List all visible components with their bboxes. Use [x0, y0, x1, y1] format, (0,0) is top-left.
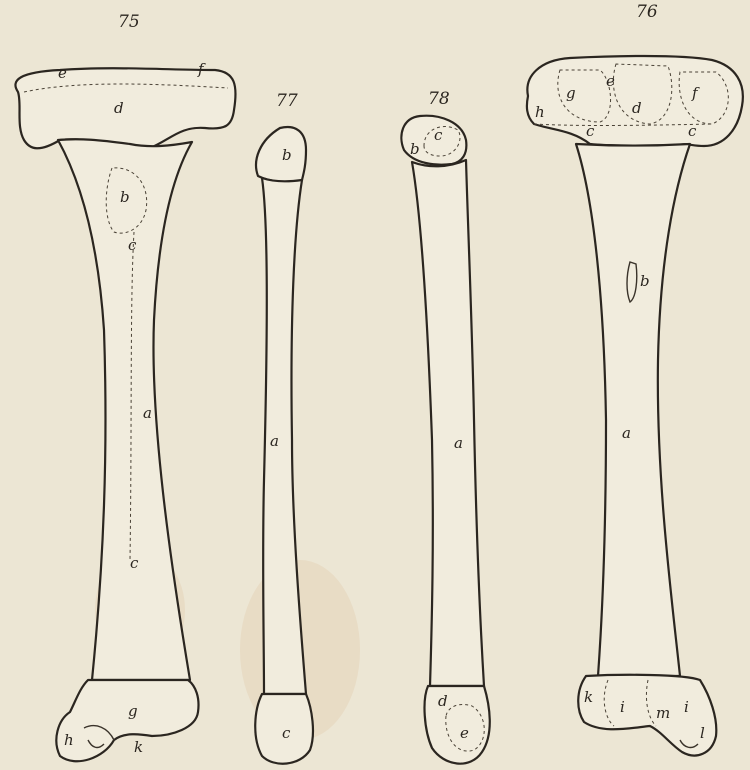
figure-number-75: 75	[118, 12, 140, 32]
fig76-label-l: l	[700, 724, 705, 742]
fig78-shaft	[412, 160, 484, 686]
fig75-label-h: h	[64, 731, 74, 749]
fig76-label-i-right: i	[684, 698, 689, 716]
fig76-label-e: e	[606, 72, 615, 90]
figure-number-78: 78	[428, 89, 450, 109]
fig75-label-g: g	[128, 702, 138, 720]
fig75-label-k: k	[134, 738, 143, 756]
fig78-label-a: a	[454, 434, 463, 452]
fig76-label-c-right: c	[688, 122, 697, 140]
figure-77: 77 b a c	[255, 91, 313, 764]
fig76-label-a: a	[622, 424, 631, 442]
fig75-label-c-lower: c	[130, 554, 139, 572]
fig76-label-g: g	[566, 84, 576, 102]
figure-76: 76 e g f d h c c b a k i m i l	[527, 2, 743, 755]
fig75-shaft	[58, 139, 192, 680]
fig78-label-d: d	[438, 692, 448, 710]
fig76-label-i-left: i	[620, 698, 625, 716]
fig76-label-k: k	[584, 688, 593, 706]
fig75-proximal-head	[15, 68, 235, 148]
fig78-label-e: e	[460, 724, 469, 742]
figure-75: 75 e f d b c a c g h k	[15, 12, 235, 761]
figure-number-76: 76	[636, 2, 658, 22]
fig78-distal-end	[425, 686, 490, 764]
fig75-label-b: b	[120, 188, 130, 206]
fig77-label-b: b	[282, 146, 292, 164]
fig78-label-c: c	[434, 126, 443, 144]
figure-78: 78 c b a d e	[401, 89, 489, 764]
fig75-distal-end	[56, 680, 198, 761]
fig77-label-c: c	[282, 724, 291, 742]
fig75-label-e: e	[58, 64, 67, 82]
fig78-label-b: b	[410, 140, 420, 158]
fig76-label-d: d	[632, 99, 642, 117]
fig75-label-c-upper: c	[128, 236, 137, 254]
fig76-label-h: h	[535, 103, 545, 121]
fig76-label-c-left: c	[586, 122, 595, 140]
figure-number-77: 77	[276, 91, 298, 111]
fig75-label-a: a	[143, 404, 152, 422]
fig77-label-a: a	[270, 432, 279, 450]
fig76-label-b: b	[640, 272, 650, 290]
fig75-label-d: d	[114, 99, 124, 117]
fig76-shaft	[576, 144, 690, 676]
fig76-label-m: m	[656, 704, 670, 722]
fig77-shaft	[262, 178, 306, 694]
